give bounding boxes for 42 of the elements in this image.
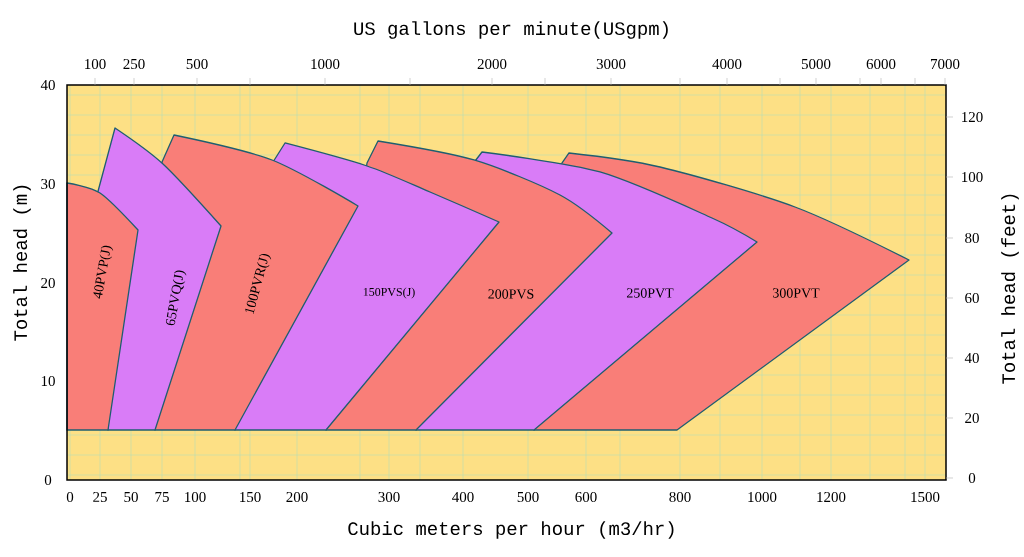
- tick-label: 20: [41, 277, 55, 289]
- tick-label: 250: [123, 58, 145, 70]
- tick-label: 150: [240, 491, 261, 503]
- tick-label: 120: [962, 111, 983, 123]
- tick-label: 0: [968, 472, 976, 484]
- tick-label: 100: [185, 491, 206, 503]
- tick-label: 1000: [311, 58, 340, 70]
- axis-title: Total head (feet): [1001, 194, 1019, 384]
- tick-label: 20: [965, 412, 979, 424]
- axis-title: Cubic meters per hour (m3/hr): [348, 521, 674, 539]
- tick-label: 600: [575, 491, 597, 503]
- tick-label: 10: [41, 375, 55, 387]
- axis-title: Total head (m): [13, 185, 31, 341]
- tick-label: 6000: [866, 58, 896, 70]
- tick-label: 200: [286, 491, 308, 503]
- tick-label: 75: [155, 492, 169, 502]
- tick-label: 1200: [817, 491, 846, 503]
- tick-label: 1000: [748, 491, 777, 503]
- tick-label: 500: [186, 58, 208, 70]
- tick-label: 1500: [911, 491, 940, 503]
- tick-label: 50: [124, 491, 138, 503]
- tick-label: 5000: [801, 58, 831, 70]
- tick-label: 7000: [931, 58, 960, 70]
- tick-label: 800: [669, 491, 691, 503]
- tick-label: 3000: [596, 58, 626, 70]
- tick-label: 4000: [712, 58, 742, 70]
- tick-label: 2000: [477, 58, 507, 70]
- tick-label: 0: [44, 474, 52, 486]
- axis-title: US gallons per minute(USgpm): [354, 21, 668, 39]
- tick-label: 100: [85, 58, 106, 70]
- tick-label: 300: [378, 491, 400, 503]
- tick-label: 30: [41, 178, 55, 190]
- tick-label: 500: [517, 491, 539, 503]
- tick-label: 0: [66, 491, 74, 503]
- tick-label: 400: [452, 491, 474, 503]
- tick-label: 80: [965, 232, 979, 244]
- operating-region: 40PVP(J): [66, 182, 139, 431]
- tick-label: 25: [93, 492, 107, 502]
- tick-label: 100: [962, 171, 983, 183]
- tick-label: 40: [964, 352, 979, 364]
- tick-label: 40: [40, 79, 55, 91]
- tick-label: 60: [965, 292, 979, 304]
